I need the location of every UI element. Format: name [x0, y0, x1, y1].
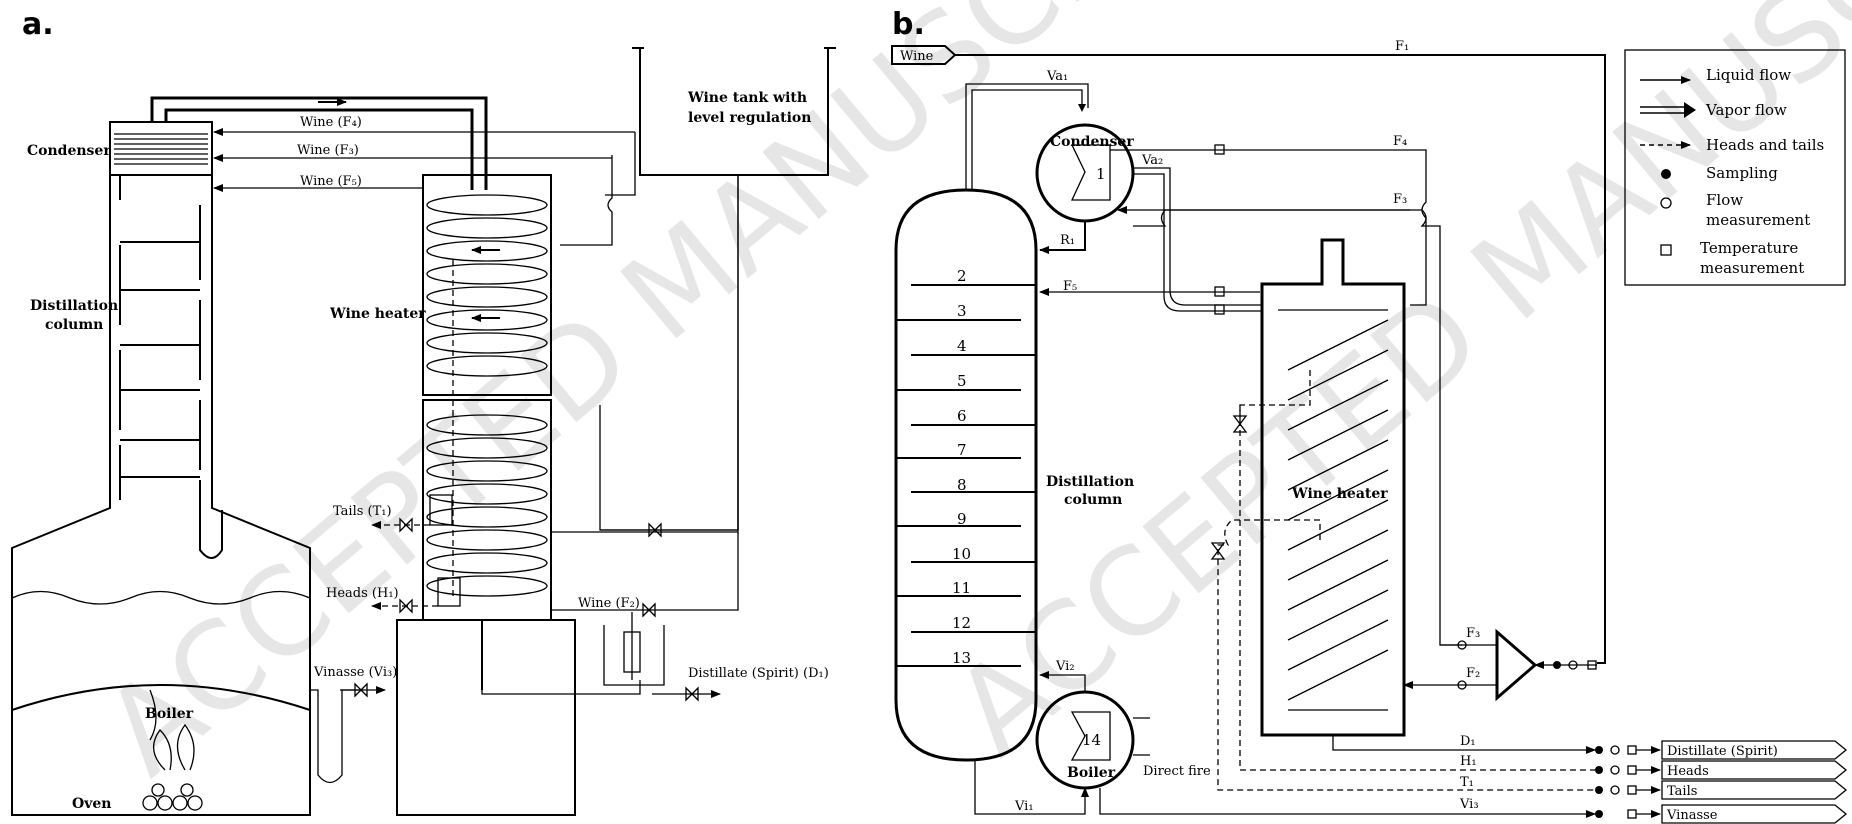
- distillation-column-b: [894, 188, 1038, 762]
- distillate-a-label: Distillate (Spirit) (D₁): [688, 666, 829, 681]
- output-distillate: Distillate (Spirit): [1667, 744, 1778, 759]
- wine-f2-label: Wine (F₂): [578, 596, 640, 611]
- tails-a-label: Tails (T₁): [333, 504, 392, 519]
- column-b-label-1: Distillation: [1046, 474, 1134, 490]
- boiler-a-label: Boiler: [145, 706, 194, 722]
- column-a-label-2: column: [45, 317, 103, 333]
- panel-a: a. Boiler Oven C: [11, 7, 836, 816]
- va1-label: Va₁: [1046, 69, 1068, 84]
- wine-input-label: Wine: [900, 49, 934, 64]
- wine-heater-b-label: Wine heater: [1291, 486, 1388, 502]
- va2-label: Va₂: [1141, 153, 1163, 168]
- output-markers: [1595, 745, 1661, 819]
- wine-f5-label: Wine (F₅): [300, 174, 362, 189]
- vi2-label: Vi₂: [1055, 659, 1075, 674]
- wine-heater-a-label: Wine heater: [329, 306, 426, 322]
- wine-heater-hatching: [1278, 309, 1389, 711]
- legend-heads-tails: Heads and tails: [1706, 136, 1824, 154]
- tray-6: 6: [957, 407, 967, 425]
- r1-label: R₁: [1060, 233, 1075, 248]
- f1-label: F₁: [1395, 39, 1409, 54]
- wine-tank-label-1: Wine tank with: [687, 90, 807, 106]
- f4-label: F₄: [1393, 134, 1407, 149]
- heater-base: [396, 619, 576, 816]
- heater-coil-upper: [426, 194, 548, 377]
- t1-label: T₁: [1460, 775, 1474, 790]
- legend: Liquid flow Vapor flow Heads and tails S…: [1624, 49, 1846, 286]
- condenser-number: 1: [1096, 165, 1106, 183]
- splitter: [1495, 628, 1538, 702]
- direct-fire-label: Direct fire: [1143, 764, 1211, 779]
- boiler-number: 14: [1082, 731, 1101, 749]
- tray-11: 11: [952, 579, 971, 597]
- heater-coil-lower: [426, 414, 548, 597]
- condenser-coil: [114, 133, 208, 165]
- f3b-label: F₃: [1466, 626, 1480, 641]
- f2-label: F₂: [1466, 666, 1480, 681]
- condenser-a-label: Condenser: [27, 143, 111, 159]
- wine-heater-upper: [422, 174, 552, 396]
- legend-sampling: Sampling: [1706, 164, 1778, 182]
- boiler-b-label: Boiler: [1067, 765, 1116, 781]
- column-trays-a: [110, 174, 223, 559]
- d1-label: D₁: [1460, 734, 1476, 749]
- wine-input-tag: [891, 45, 957, 65]
- column-trays-b: [896, 284, 1036, 667]
- legend-temp-1: Temperature: [1700, 239, 1798, 257]
- h1-label: H₁: [1460, 754, 1477, 769]
- output-vinasse: Vinasse: [1666, 808, 1718, 823]
- legend-liquid: Liquid flow: [1706, 66, 1791, 84]
- heads-a-label: Heads (H₁): [326, 586, 399, 601]
- tray-7: 7: [957, 441, 967, 459]
- legend-temp-2: measurement: [1700, 259, 1804, 277]
- column-a-label-1: Distillation: [30, 298, 118, 314]
- panel-b-label: b.: [892, 7, 925, 42]
- column-b-label-2: column: [1064, 492, 1122, 508]
- tray-13: 13: [952, 649, 971, 667]
- output-heads: Heads: [1667, 764, 1709, 779]
- tray-9: 9: [957, 510, 967, 528]
- tray-10: 10: [952, 545, 971, 563]
- panel-a-label: a.: [22, 7, 54, 42]
- tray-2: 2: [957, 267, 967, 285]
- legend-flow-1: Flow: [1706, 191, 1743, 209]
- f5-label: F₅: [1063, 279, 1077, 294]
- wine-f3-label: Wine (F₃): [297, 143, 359, 158]
- tray-3: 3: [957, 302, 967, 320]
- oven-label: Oven: [72, 796, 111, 812]
- condenser-b-label: Condenser: [1050, 134, 1134, 150]
- output-tails: Tails: [1667, 784, 1697, 799]
- boiler-a: [11, 121, 311, 816]
- legend-vapor: Vapor flow: [1705, 101, 1787, 119]
- wine-tank-label-2: level regulation: [688, 110, 811, 126]
- wine-f4-label: Wine (F₄): [300, 115, 362, 130]
- vi3-label: Vi₃: [1459, 797, 1479, 812]
- tray-numbers: 2 3 4 5 6 7 8 9 10 11 12 13: [952, 267, 971, 667]
- tray-5: 5: [957, 372, 967, 390]
- panel-b: b. Wine F₁ 2 3 4 5 6 7 8: [891, 7, 1848, 824]
- legend-flow-2: measurement: [1706, 211, 1810, 229]
- wine-heater-b: [1260, 238, 1406, 737]
- f3-label: F₃: [1393, 192, 1407, 207]
- vinasse-a-label: Vinasse (Vi₃): [313, 665, 397, 680]
- tray-8: 8: [957, 476, 967, 494]
- tray-12: 12: [952, 614, 971, 632]
- tray-4: 4: [957, 337, 967, 355]
- vi1-label: Vi₁: [1014, 799, 1034, 814]
